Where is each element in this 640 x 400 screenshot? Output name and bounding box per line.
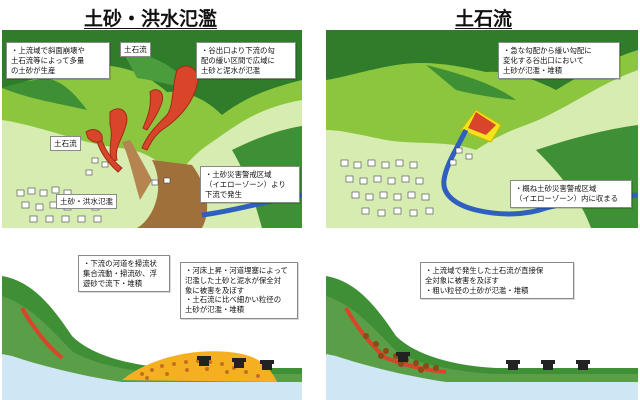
left-title: 土砂・洪水氾濫 — [84, 8, 218, 30]
callout-sediment-source: ・上流域で斜面崩壊や 土石流等によって多量 の土砂が生産 — [6, 42, 110, 80]
label-debris-flow-top: 土石流 — [120, 42, 151, 57]
callout-yellow-zone: ・概ね土砂災害警戒区域 （イエローゾーン）内に収まる — [510, 180, 632, 208]
callout-debris-damage: ・上流域で発生した土石流が直接保 全対象に被害を及ぼす ・粗い粒径の土砂が氾濫・… — [420, 262, 574, 300]
water — [2, 354, 302, 400]
callout-flood-spread: ・谷出口より下流の勾 配の緩い区間で広域に 土砂と泥水が氾濫 — [196, 42, 296, 80]
right-title: 土石流 — [455, 8, 513, 30]
debris-deposit — [468, 112, 496, 135]
callout-river-transport: ・下流の河道を掃流状 集合流動・掃流砂、浮 遊砂で流下・堆積 — [78, 255, 170, 293]
callout-flood-zone: ・土砂災害警戒区域 （イエローゾーン）より 下流で発生 — [200, 166, 300, 204]
label-sediment-flood: 土砂・洪水氾濫 — [56, 194, 118, 209]
sediment-particles — [140, 359, 260, 380]
debris-streak — [344, 307, 447, 374]
callout-debris-deposit: ・急な勾配から緩い勾配に 変化する谷出口において 土砂が氾濫・堆積 — [498, 42, 620, 80]
boulders — [363, 333, 439, 373]
section-flood-panel — [2, 276, 302, 400]
debris-streak — [20, 307, 64, 360]
houses-section-right — [396, 352, 590, 370]
callout-flood-damage: ・河床上昇・河道埋塞によって 氾濫した土砂と泥水が保全対 象に被害を及ぼす ・土… — [180, 262, 298, 319]
houses-right — [340, 147, 473, 217]
water — [326, 354, 638, 400]
mud-fan — [137, 160, 208, 228]
houses-section-left — [197, 356, 274, 370]
label-debris-flow-mid: 土石流 — [50, 136, 81, 151]
section-debris-panel — [326, 276, 638, 400]
debris-flow-marks — [85, 65, 199, 173]
